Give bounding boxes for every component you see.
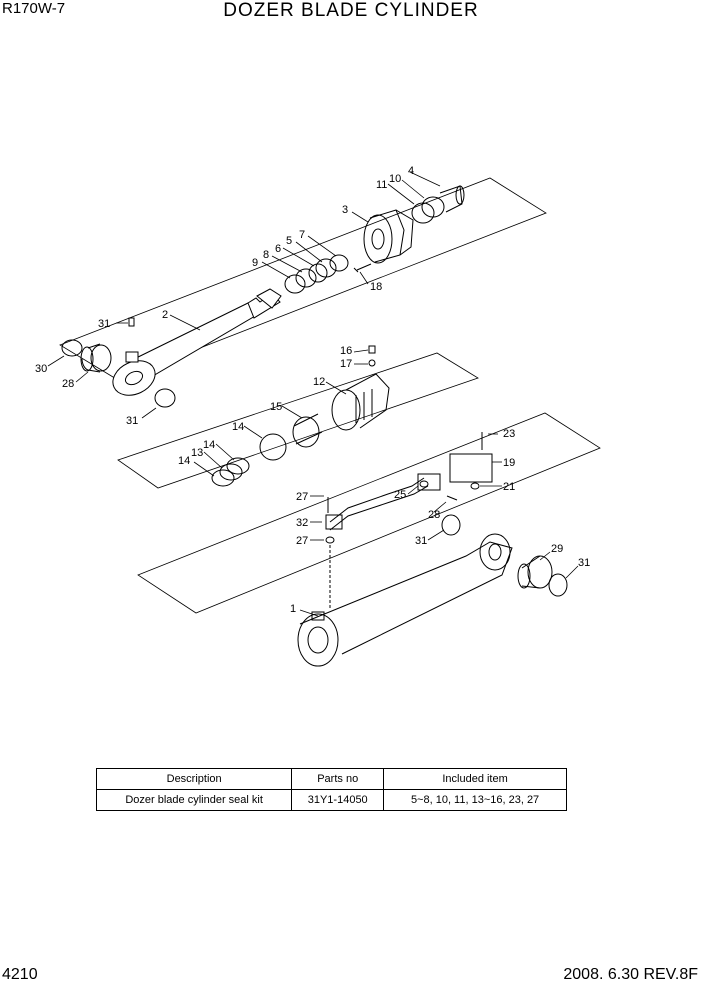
callout: 25 (394, 489, 406, 501)
set-screw-17 (368, 345, 376, 354)
callout: 6 (275, 243, 281, 255)
seal-13 (219, 463, 243, 481)
table-row: Dozer blade cylinder seal kit 31Y1-14050… (95, 789, 567, 811)
seal-11 (411, 202, 435, 224)
model-number: R170W-7 (2, 0, 66, 17)
page-number: 4210 (2, 966, 38, 983)
bushing-29 (80, 343, 112, 373)
callout: 13 (191, 447, 203, 459)
pipe-assembly (329, 477, 429, 531)
callout: 28 (428, 509, 440, 521)
callout: 10 (389, 173, 401, 185)
ring-31a (61, 339, 83, 357)
callout: 9 (252, 257, 258, 269)
bolt-28b (446, 495, 458, 501)
check-valve-21 (449, 453, 493, 483)
exploded-parts-diagram: 1 2 3 4 5 6 7 8 9 10 11 12 13 14 14 14 1… (35, 165, 601, 667)
callout: 27 (296, 535, 308, 547)
seal-9 (284, 274, 306, 294)
piston-group-outline (117, 352, 479, 489)
table-cell: Dozer blade cylinder seal kit (95, 789, 293, 811)
steel-ball-18 (368, 359, 376, 367)
callout: 17 (340, 358, 352, 370)
callout: 4 (408, 165, 414, 177)
callout: 12 (313, 376, 325, 388)
callout: 29 (551, 543, 563, 555)
callout: 19 (503, 457, 515, 469)
callout: 32 (296, 517, 308, 529)
callout: 31 (415, 535, 427, 547)
bolt-19 (353, 263, 372, 273)
cylinder-tube-1 (297, 533, 513, 667)
tube-group-outline (137, 412, 601, 614)
piston-rod (112, 288, 282, 396)
callout: 28 (62, 378, 74, 390)
table-cell: 5~8, 10, 11, 13~16, 23, 27 (383, 789, 567, 811)
seal-7 (329, 254, 349, 272)
column-header: Parts no (291, 768, 385, 790)
callout: 31 (98, 318, 110, 330)
callout: 7 (299, 229, 305, 241)
column-header: Description (95, 768, 293, 790)
callout: 3 (342, 204, 348, 216)
flange-b (417, 473, 441, 491)
table-header-row: Description Parts no Included item (95, 768, 567, 790)
callout: 2 (162, 309, 168, 321)
callout: 14 (232, 421, 244, 433)
seal-15 (259, 433, 287, 461)
column-header: Included item (383, 768, 567, 790)
callout: 30 (35, 363, 47, 375)
callout: 5 (286, 235, 292, 247)
seal-14a (226, 457, 250, 475)
bushing-4 (439, 185, 465, 213)
callout: 16 (340, 345, 352, 357)
bushing-30 (517, 555, 553, 589)
oring-27b (325, 536, 335, 544)
callout: 23 (503, 428, 515, 440)
grease-nipple-32 (128, 317, 135, 327)
rod-cover-3 (363, 209, 414, 264)
seal-6 (308, 263, 328, 283)
seal-5 (315, 258, 337, 278)
rod-group-outline (59, 177, 547, 381)
callout: 14 (203, 439, 215, 451)
revision-date: 2008. 6.30 REV.8F (563, 966, 698, 983)
seal-14b (211, 469, 235, 487)
oring-27a (419, 480, 429, 488)
callout: 1 (290, 603, 296, 615)
ring-31c (548, 573, 568, 597)
seal-10 (421, 196, 445, 218)
callout: 21 (503, 481, 515, 493)
callout: 11 (376, 179, 387, 191)
ring-31b (154, 388, 176, 408)
callout: 31 (126, 415, 138, 427)
ring-31d (441, 514, 461, 536)
callout: 31 (578, 557, 590, 569)
oring-23 (470, 482, 480, 490)
callout: 15 (270, 401, 282, 413)
table-cell: 31Y1-14050 (291, 789, 385, 811)
flange-50 (325, 514, 343, 530)
wear-ring-16 (292, 413, 323, 448)
callout: 8 (263, 249, 269, 261)
callout: 27 (296, 491, 308, 503)
callout: 14 (178, 455, 190, 467)
seal-kit-table: Description Parts no Included item Dozer… (95, 768, 567, 811)
callout-labels: 1 2 3 4 5 6 7 8 9 10 11 12 13 14 14 14 1… (35, 165, 590, 615)
callout: 18 (370, 281, 382, 293)
piston-12 (331, 373, 390, 431)
page-title: DOZER BLADE CYLINDER (223, 0, 479, 21)
seal-8 (295, 268, 317, 288)
